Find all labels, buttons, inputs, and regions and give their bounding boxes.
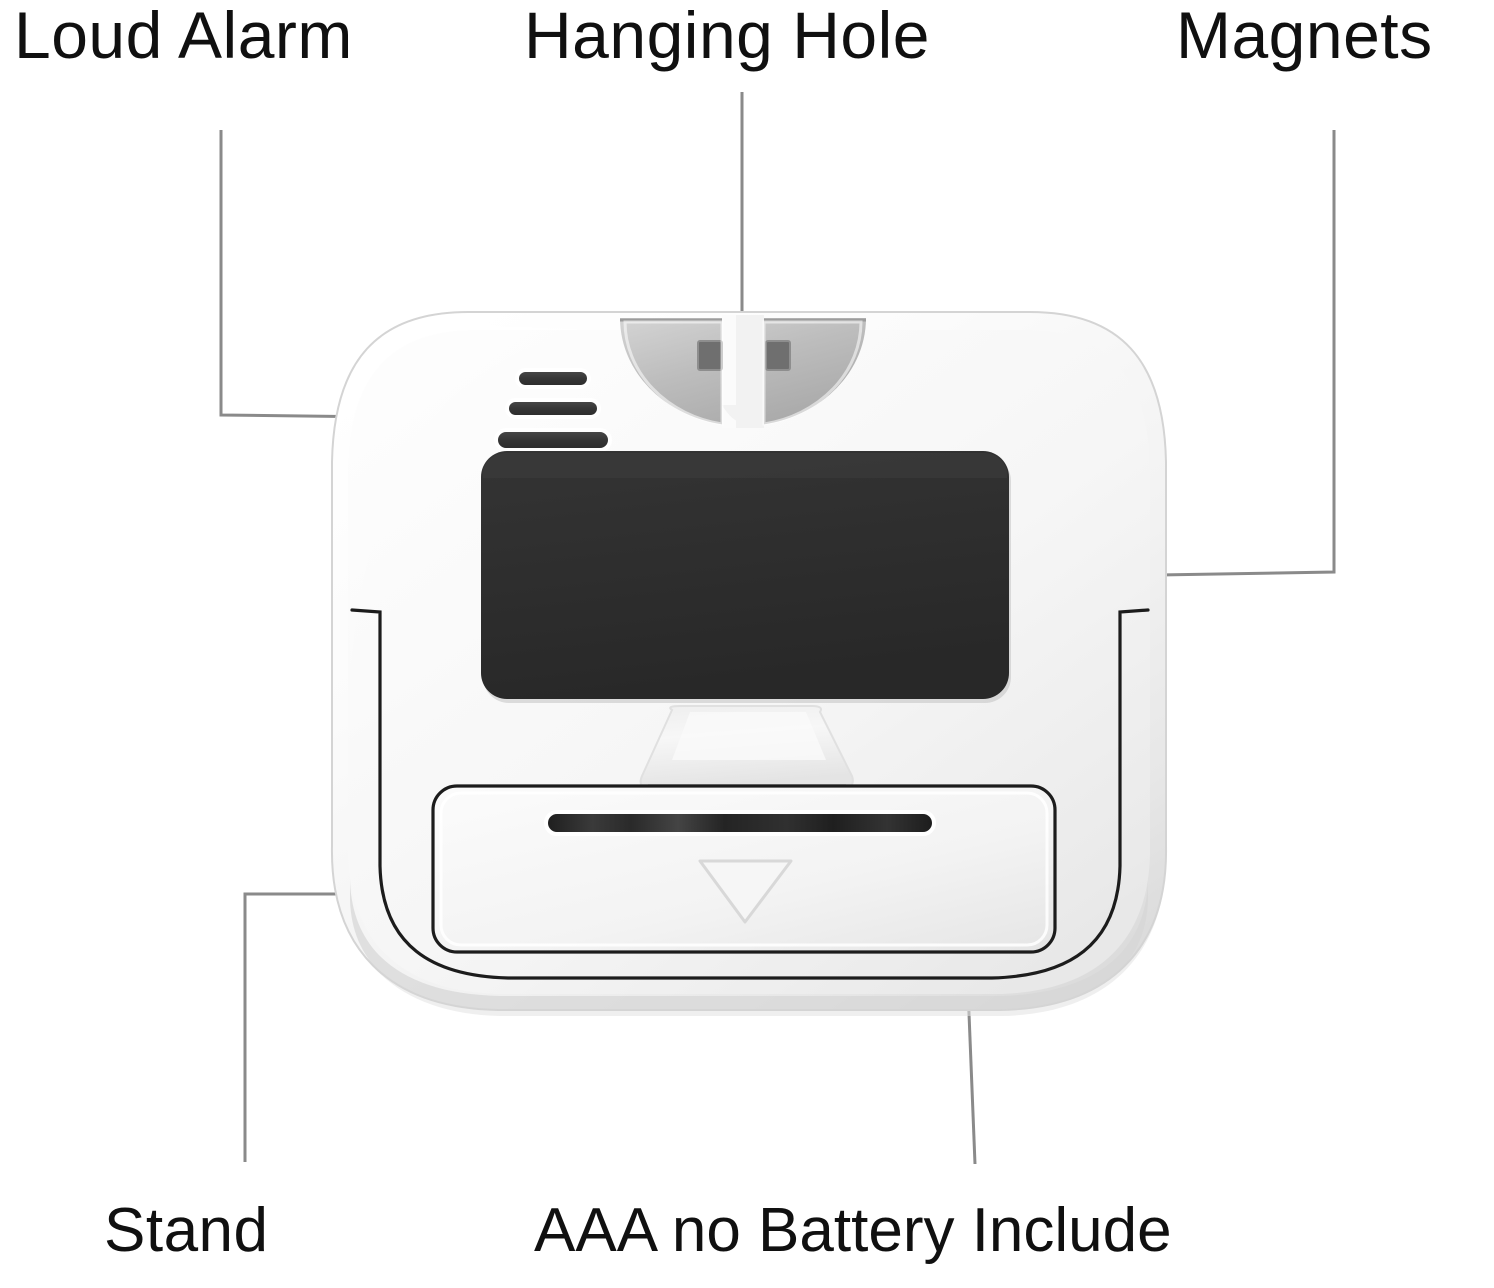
stand-tab — [639, 705, 854, 789]
stand-groove-path — [350, 608, 1150, 980]
stand-tab-highlight — [672, 712, 826, 760]
callout-label-hanging-hole: Hanging Hole — [524, 0, 930, 72]
magnet-panel-surface — [481, 451, 1009, 699]
hanging-hole-recess — [620, 315, 866, 428]
callout-label-aaa-battery: AAA no Battery Include — [534, 1196, 1172, 1265]
body-bottom-rim-shade — [350, 880, 1148, 1010]
speaker-slot-1 — [515, 368, 591, 389]
battery-door-open-arrow-icon — [698, 859, 793, 924]
hanging-hole-center-ridge-highlight — [722, 315, 736, 428]
battery-door-inner-bevel — [439, 791, 1049, 947]
hanging-hole-lip-right — [762, 320, 863, 426]
speaker-slot-3 — [494, 428, 612, 452]
hanging-hole-slot-right — [765, 340, 791, 371]
callout-label-loud-alarm: Loud Alarm — [14, 0, 353, 72]
battery-door-finger-slot — [544, 810, 936, 836]
magnet-panel-top-sheen — [483, 452, 1007, 478]
speaker-slot-2 — [505, 398, 601, 419]
magnet-panel — [481, 451, 1011, 703]
callout-label-magnets: Magnets — [1176, 0, 1433, 72]
hanging-hole-lip-left — [623, 320, 724, 426]
stand-outline — [350, 608, 1150, 980]
speaker-grille — [494, 368, 612, 452]
callout-label-stand: Stand — [104, 1196, 269, 1265]
leader-line-stand — [243, 892, 379, 1162]
hanging-hole-slot-left — [697, 340, 723, 371]
battery-door — [431, 784, 1057, 954]
hanging-hole-ridge-base — [722, 405, 764, 423]
